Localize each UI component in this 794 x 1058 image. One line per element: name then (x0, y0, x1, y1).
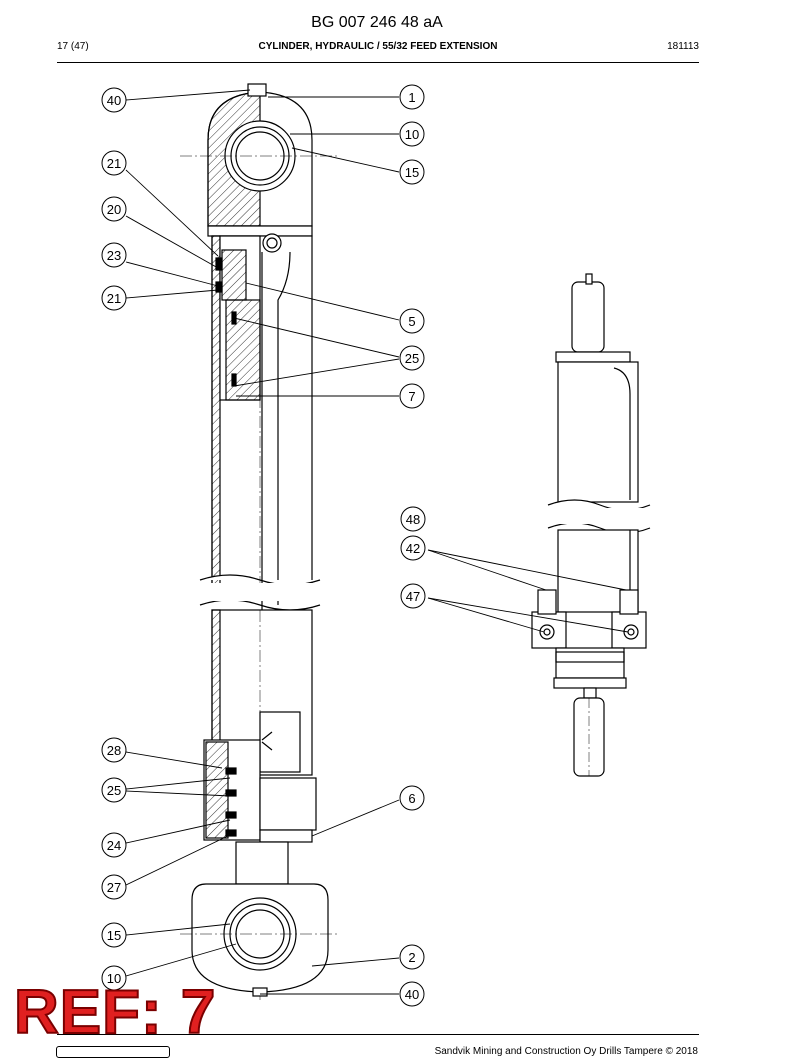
svg-text:40: 40 (405, 987, 419, 1002)
callout-1: 1 (399, 84, 425, 110)
svg-text:25: 25 (405, 351, 419, 366)
svg-text:1: 1 (408, 90, 415, 105)
callout-15-top: 15 (399, 159, 425, 185)
svg-text:20: 20 (107, 202, 121, 217)
svg-text:27: 27 (107, 880, 121, 895)
svg-text:42: 42 (406, 541, 420, 556)
svg-text:5: 5 (408, 314, 415, 329)
svg-text:23: 23 (107, 248, 121, 263)
document-number: BG 007 246 48 aA (311, 14, 443, 31)
svg-text:7: 7 (408, 389, 415, 404)
svg-text:25: 25 (107, 783, 121, 798)
main-cylinder (180, 83, 340, 1000)
svg-text:6: 6 (408, 791, 415, 806)
svg-text:40: 40 (107, 93, 121, 108)
callout-25-bottom: 25 (101, 777, 127, 803)
callout-23: 23 (101, 242, 127, 268)
page-number: 17 (47) (57, 41, 89, 52)
svg-text:47: 47 (406, 589, 420, 604)
date-code: 181113 (667, 41, 699, 52)
svg-text:10: 10 (405, 127, 419, 142)
svg-text:15: 15 (107, 928, 121, 943)
leader-lines (125, 89, 629, 995)
footer-rule (57, 1034, 699, 1035)
callout-bubbles: 40 1 10 15 21 20 23 21 5 25 7 48 42 47 2… (101, 84, 426, 1007)
svg-text:21: 21 (107, 291, 121, 306)
callout-7: 7 (399, 383, 425, 409)
callout-10-top: 10 (399, 121, 425, 147)
callout-6: 6 (399, 785, 425, 811)
side-view-cylinder (531, 273, 651, 777)
callout-21-mid: 21 (101, 285, 127, 311)
callout-15-bottom: 15 (101, 922, 127, 948)
callout-24: 24 (101, 832, 127, 858)
callout-47: 47 (400, 583, 426, 609)
svg-text:24: 24 (107, 838, 121, 853)
header-rule (57, 62, 699, 63)
callout-27: 27 (101, 874, 127, 900)
callout-25-top: 25 (399, 345, 425, 371)
callout-42: 42 (400, 535, 426, 561)
callout-40-top: 40 (101, 87, 127, 113)
callout-20: 20 (101, 196, 127, 222)
callout-2: 2 (399, 944, 425, 970)
svg-text:21: 21 (107, 156, 121, 171)
ref-stamp: REF: 7 (13, 978, 217, 1047)
svg-text:48: 48 (406, 512, 420, 527)
callout-28: 28 (101, 737, 127, 763)
document-title: CYLINDER, HYDRAULIC / 55/32 FEED EXTENSI… (258, 41, 498, 52)
callout-10-bottom: 10 (101, 965, 127, 991)
callout-48: 48 (400, 506, 426, 532)
svg-text:15: 15 (405, 165, 419, 180)
svg-text:10: 10 (107, 971, 121, 986)
callout-21-top: 21 (101, 150, 127, 176)
sandvik-logo (56, 1046, 170, 1058)
svg-text:28: 28 (107, 743, 121, 758)
callout-5: 5 (399, 308, 425, 334)
svg-text:2: 2 (408, 950, 415, 965)
footer-copyright: Sandvik Mining and Construction Oy Drill… (434, 1046, 698, 1057)
callout-40-bottom: 40 (399, 981, 425, 1007)
